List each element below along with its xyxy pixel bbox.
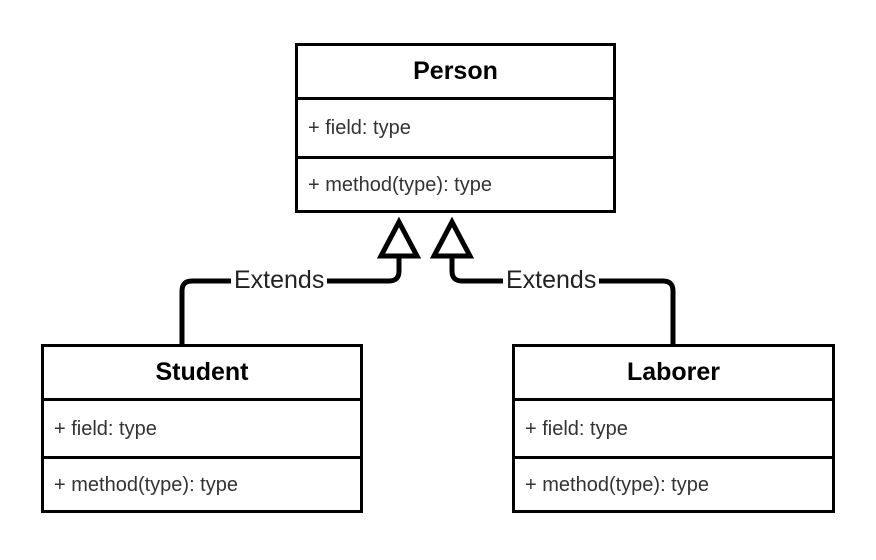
- class-field-student: + field: type: [54, 417, 157, 440]
- class-title-row-laborer: Laborer: [515, 347, 832, 401]
- class-box-laborer[interactable]: Laborer + field: type + method(type): ty…: [512, 344, 835, 513]
- class-method-row-laborer: + method(type): type: [515, 459, 832, 510]
- generalization-arrowhead-laborer: [429, 216, 475, 259]
- relationship-label-laborer-extends: Extends: [503, 268, 600, 293]
- class-field-laborer: + field: type: [525, 417, 628, 440]
- class-field-row-person: + field: type: [298, 100, 613, 159]
- class-box-student[interactable]: Student + field: type + method(type): ty…: [41, 344, 363, 513]
- class-title-row-person: Person: [298, 46, 613, 100]
- class-name-student: Student: [155, 358, 249, 386]
- class-name-person: Person: [413, 57, 498, 85]
- class-method-person: + method(type): type: [308, 173, 492, 196]
- class-name-laborer: Laborer: [626, 358, 721, 386]
- relationship-label-student-extends: Extends: [231, 268, 328, 293]
- class-field-person: + field: type: [308, 117, 411, 139]
- class-box-person[interactable]: Person + field: type + method(type): typ…: [295, 43, 616, 213]
- class-field-row-laborer: + field: type: [515, 401, 832, 459]
- class-method-laborer: + method(type): type: [525, 473, 709, 496]
- class-method-row-person: + method(type): type: [298, 159, 613, 210]
- class-field-row-student: + field: type: [44, 401, 360, 459]
- class-method-row-student: + method(type): type: [44, 459, 360, 510]
- class-title-row-student: Student: [44, 347, 360, 401]
- class-method-student: + method(type): type: [54, 473, 238, 496]
- generalization-arrowhead-student: [376, 216, 422, 259]
